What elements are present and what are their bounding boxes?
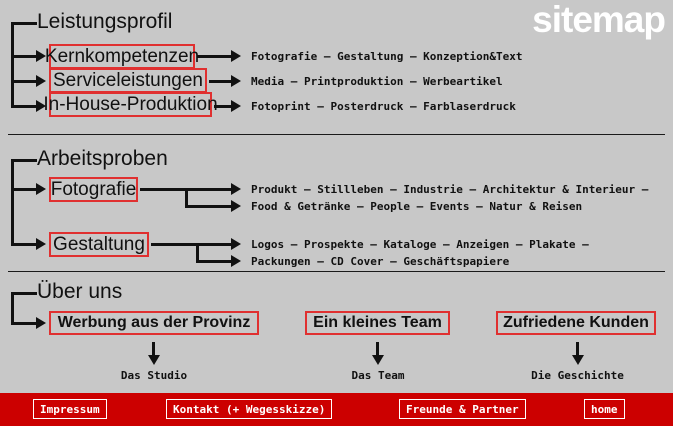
connector-leaf-1c <box>214 105 233 108</box>
section-divider-2 <box>8 271 665 272</box>
bracket-spine-2 <box>11 159 14 246</box>
leaf-kernkompetenzen: Fotografie – Gestaltung – Konzeption&Tex… <box>251 50 523 63</box>
caption-das-studio: Das Studio <box>120 369 188 382</box>
node-in-house-produktion[interactable]: In-House-Produktion <box>43 92 218 117</box>
arrowhead-2a <box>36 183 46 195</box>
connector-fork-2b-bottom <box>196 260 233 263</box>
arrowhead-leaf-1a <box>231 50 241 62</box>
node-fotografie[interactable]: Fotografie <box>49 177 138 202</box>
footer-link-kontakt[interactable]: Kontakt (+ Wegesskizze) <box>166 399 333 419</box>
connector-fork-2b-top <box>151 243 233 246</box>
bracket-spine-1 <box>11 22 14 106</box>
connector-arm-1a <box>11 55 37 58</box>
arrowhead-fork-2a-bottom <box>231 200 241 212</box>
arrowhead-3a <box>36 317 46 329</box>
connector-down-3b <box>376 342 379 358</box>
caption-die-geschichte: Die Geschichte <box>531 369 624 382</box>
page-title: sitemap <box>532 0 666 40</box>
leaf-gestaltung-line-1: Logos – Prospekte – Kataloge – Anzeigen … <box>251 238 589 251</box>
connector-down-3a <box>152 342 155 358</box>
footer-link-impressum[interactable]: Impressum <box>33 399 107 419</box>
arrowhead-1b <box>36 75 46 87</box>
arrowhead-fork-2a-top <box>231 183 241 195</box>
bracket-top-stub-3 <box>11 292 37 295</box>
leaf-gestaltung-line-2: Packungen – CD Cover – Geschäftspapiere <box>251 255 510 268</box>
node-serviceleistungen[interactable]: Serviceleistungen <box>49 68 207 93</box>
leaf-in-house-produktion: Fotoprint – Posterdruck – Farblaserdruck <box>251 100 516 113</box>
connector-arm-1c <box>11 105 37 108</box>
arrowhead-1a <box>36 50 46 62</box>
connector-fork-2b-drop <box>196 243 199 263</box>
connector-arm-2a <box>11 188 37 191</box>
caption-das-team: Das Team <box>351 369 405 382</box>
connector-arm-2b <box>11 243 37 246</box>
section-divider-1 <box>8 134 665 135</box>
connector-arm-3a <box>11 322 37 325</box>
card-zufriedene-kunden[interactable]: Zufriedene Kunden <box>496 311 656 335</box>
leaf-fotografie-line-1: Produkt – Stillleben – Industrie – Archi… <box>251 183 649 196</box>
arrowhead-down-3a <box>148 355 160 365</box>
arrowhead-fork-2b-top <box>231 238 241 250</box>
connector-fork-2a-bottom <box>185 205 233 208</box>
arrowhead-down-3c <box>572 355 584 365</box>
card-ein-kleines-team[interactable]: Ein kleines Team <box>305 311 450 335</box>
section-heading-ueber-uns: Über uns <box>37 280 123 303</box>
connector-leaf-1a <box>197 55 233 58</box>
arrowhead-down-3b <box>372 355 384 365</box>
card-werbung-aus-der-provinz[interactable]: Werbung aus der Provinz <box>49 311 259 335</box>
leaf-fotografie-line-2: Food & Getränke – People – Events – Natu… <box>251 200 583 213</box>
bracket-top-stub-2 <box>11 159 37 162</box>
arrowhead-leaf-1c <box>231 100 241 112</box>
arrowhead-1c <box>36 100 46 112</box>
footer-nav-bar: Impressum Kontakt (+ Wegesskizze) Freund… <box>0 393 673 426</box>
connector-arm-1b <box>11 80 37 83</box>
footer-link-home[interactable]: home <box>584 399 625 419</box>
connector-down-3c <box>576 342 579 358</box>
node-kernkompetenzen[interactable]: Kernkompetenzen <box>45 44 199 69</box>
bracket-top-stub-1 <box>11 22 37 25</box>
connector-fork-2a-drop <box>185 188 188 208</box>
footer-link-freunde-partner[interactable]: Freunde & Partner <box>399 399 526 419</box>
node-gestaltung[interactable]: Gestaltung <box>49 232 149 257</box>
arrowhead-2b <box>36 238 46 250</box>
connector-leaf-1b <box>209 80 233 83</box>
section-heading-arbeitsproben: Arbeitsproben <box>37 147 168 170</box>
bracket-spine-3 <box>11 292 14 325</box>
section-heading-leistungsprofil: Leistungsprofil <box>37 10 173 33</box>
arrowhead-fork-2b-bottom <box>231 255 241 267</box>
arrowhead-leaf-1b <box>231 75 241 87</box>
leaf-serviceleistungen: Media – Printproduktion – Werbeartikel <box>251 75 503 88</box>
